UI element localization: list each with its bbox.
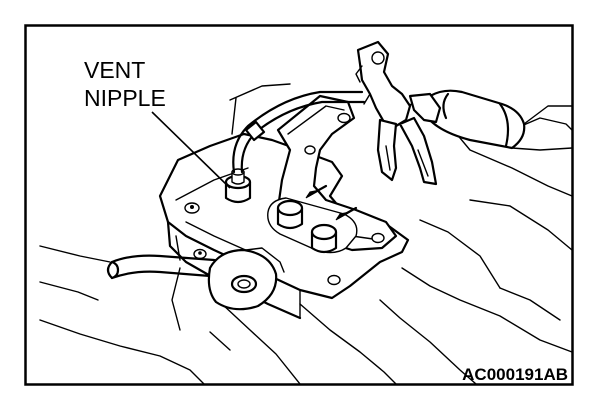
vent-nipple-leader-line [151,111,231,189]
vent-hose [232,90,366,174]
vent-nipple [224,168,252,204]
vent-nipple-label-line2: NIPPLE [84,85,166,111]
block-bolts [184,202,207,260]
breather-hose [426,89,573,151]
engine-background-contours [39,83,573,385]
lower-pipe [106,247,285,311]
vent-nipple-label-line1: VENT [84,57,145,83]
figure-code: AC000191AB [462,365,568,384]
blanking-plugs [267,184,358,254]
engine-illustration [39,40,573,385]
clamp-tool [355,40,442,186]
